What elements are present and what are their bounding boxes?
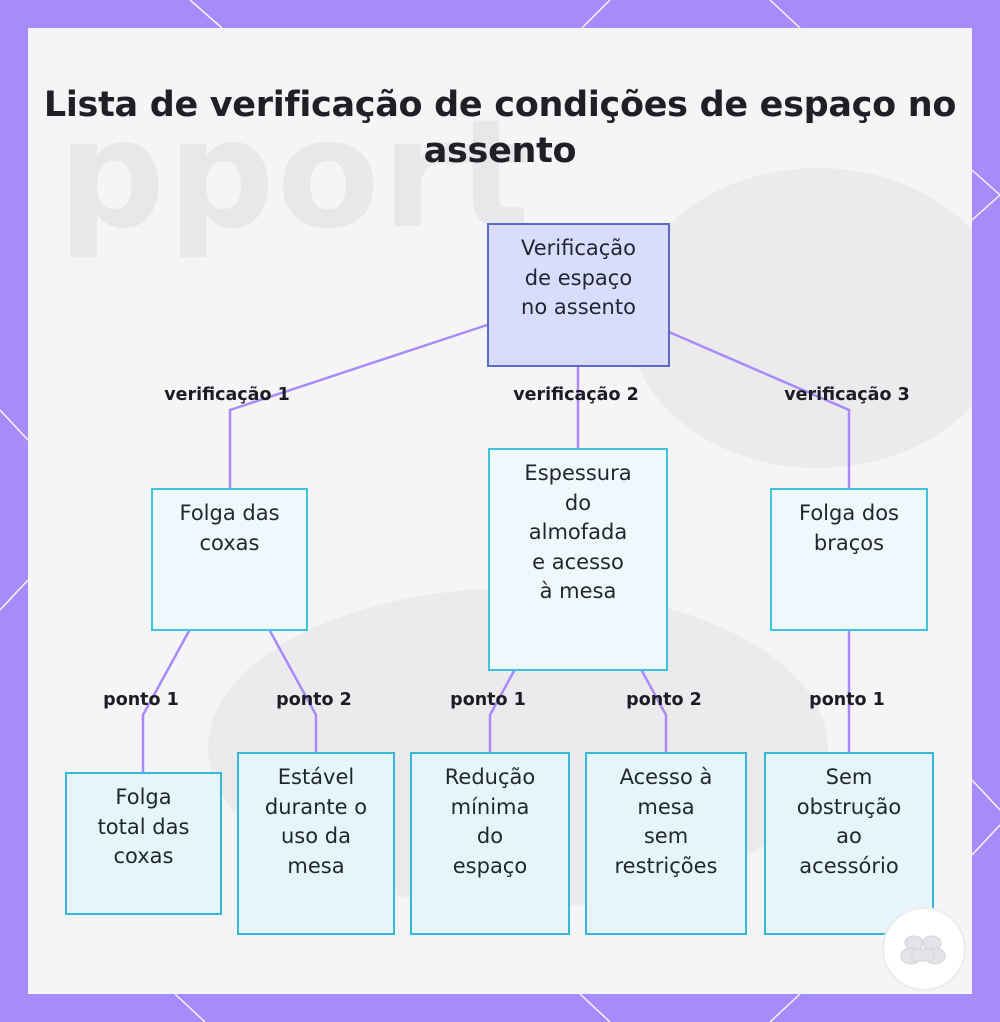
node-cushion-thickness: Espessura do almofada e acesso à mesa <box>488 448 668 671</box>
edge-label-check1: verificação 1 <box>164 385 290 405</box>
node-cushion-label: Espessura do almofada e acesso à mesa <box>524 459 631 607</box>
edge-label-thigh-p1: ponto 1 <box>103 690 179 710</box>
node-leaf4-label: Acesso à mesa sem restrições <box>615 763 718 881</box>
edge-label-cushion-p2: ponto 2 <box>626 690 702 710</box>
node-arm-clearance: Folga dos braços <box>770 488 928 631</box>
node-minimal-space-reduction: Redução mínima do espaço <box>410 752 570 935</box>
edge-cushion-leaf3 <box>490 671 514 752</box>
node-thigh-label: Folga das coxas <box>179 499 279 558</box>
node-no-accessory-obstruction: Sem obstrução ao acessório <box>764 752 934 935</box>
edge-root-thigh <box>230 325 487 488</box>
node-arms-label: Folga dos braços <box>799 499 899 558</box>
node-total-thigh-clearance: Folga total das coxas <box>65 772 222 915</box>
node-stable-table-use: Estável durante o uso da mesa <box>237 752 395 935</box>
node-thigh-clearance: Folga das coxas <box>151 488 308 631</box>
node-unrestricted-table-access: Acesso à mesa sem restrições <box>585 752 747 935</box>
node-root: Verificação de espaço no assento <box>487 223 670 367</box>
edge-label-check2: verificação 2 <box>513 385 639 405</box>
edge-label-thigh-p2: ponto 2 <box>276 690 352 710</box>
edge-root-arms <box>669 332 849 488</box>
edge-label-check3: verificação 3 <box>784 385 910 405</box>
node-leaf3-label: Redução mínima do espaço <box>445 763 535 881</box>
node-leaf2-label: Estável durante o uso da mesa <box>265 763 367 881</box>
node-leaf5-label: Sem obstrução ao acessório <box>797 763 902 881</box>
node-leaf1-label: Folga total das coxas <box>98 783 190 872</box>
node-root-label: Verificação de espaço no assento <box>521 234 636 323</box>
cushion-logo-icon-svg <box>884 909 964 989</box>
cushion-logo-icon <box>882 907 966 991</box>
edge-label-cushion-p1: ponto 1 <box>450 690 526 710</box>
edge-cushion-leaf4 <box>642 671 666 752</box>
edge-label-arms-p1: ponto 1 <box>809 690 885 710</box>
